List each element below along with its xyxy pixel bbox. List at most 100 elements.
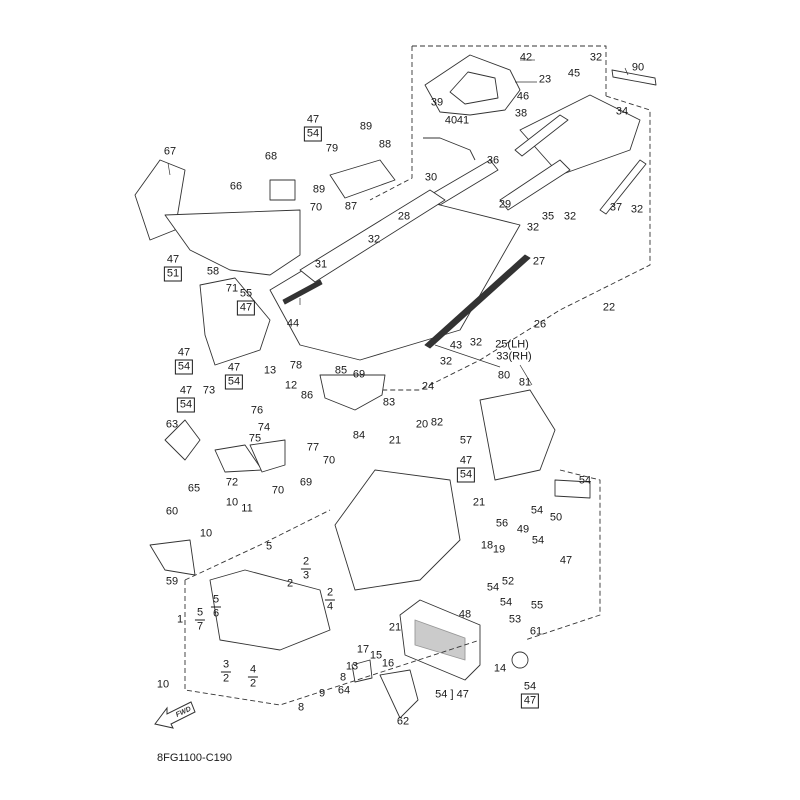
callout-57: 57 [459, 434, 473, 447]
callout-44: 44 [286, 317, 300, 330]
callout-35: 35 [541, 210, 555, 223]
callout-74: 74 [257, 421, 271, 434]
callout-38: 38 [514, 107, 528, 120]
plate-68 [269, 179, 296, 201]
callout-10: 10 [225, 496, 239, 509]
front-frame-1 [209, 569, 331, 651]
callout-10: 10 [156, 678, 170, 691]
callout-64: 64 [337, 684, 351, 697]
callout-82: 82 [430, 416, 444, 429]
callout-8: 8 [339, 671, 347, 684]
callout-34: 34 [615, 105, 629, 118]
running-board-44 [282, 279, 323, 305]
callout-13: 13 [263, 364, 277, 377]
callout-81: 81 [518, 376, 532, 389]
callout-22: 22 [602, 301, 616, 314]
callout-56: 56 [495, 517, 509, 530]
callout-31: 31 [314, 258, 328, 271]
callout-83: 83 [382, 396, 396, 409]
callout-48: 48 [458, 608, 472, 621]
seat-bracket-cutout [449, 71, 499, 105]
front-bracket-66 [164, 209, 301, 276]
callout-53: 53 [508, 613, 522, 626]
callout-55: 55 [530, 599, 544, 612]
callout-72: 72 [225, 476, 239, 489]
callout-18: 18 [480, 539, 494, 552]
callout-30: 30 [424, 171, 438, 184]
callout-25-lh: 25(LH) [495, 338, 529, 351]
callout-54: 54 [486, 581, 500, 594]
callout-21: 21 [388, 621, 402, 634]
callout-54: 54 [578, 474, 592, 487]
cradle-bracket-57 [479, 389, 556, 481]
leader-lines [167, 59, 629, 386]
callout-68: 68 [264, 150, 278, 163]
callout-29: 29 [498, 198, 512, 211]
callout-52: 52 [501, 575, 515, 588]
callout-9: 9 [318, 687, 326, 700]
callout-5: 5 [265, 540, 273, 553]
callout-17: 17 [356, 643, 370, 656]
callout-90: 90 [631, 61, 645, 74]
bracket-59 [149, 539, 196, 576]
callout-80: 80 [497, 369, 511, 382]
callout-32: 32 [630, 203, 644, 216]
callout-47: 47 [559, 554, 573, 567]
callout-28: 28 [397, 210, 411, 223]
callout-32: 32 [526, 221, 540, 234]
callout-14: 14 [493, 662, 507, 675]
callout-40: 40 [444, 114, 458, 127]
callout-32: 32 [563, 210, 577, 223]
rear-rail-37 [599, 159, 647, 215]
seat-bracket-plate [424, 54, 521, 116]
callout-86: 86 [300, 389, 314, 402]
rear-assembly-boundary [330, 45, 651, 391]
callout-69: 69 [352, 368, 366, 381]
callout-84: 84 [352, 429, 366, 442]
plate-50 [554, 479, 591, 499]
callout-42: 42 [519, 51, 533, 64]
callout-76: 76 [250, 404, 264, 417]
callout-54: 54 [530, 504, 544, 517]
callout-59: 59 [165, 575, 179, 588]
callout-61: 61 [529, 625, 543, 638]
callout-70: 70 [309, 201, 323, 214]
bracket-74 [249, 439, 286, 473]
callout-19: 19 [492, 543, 506, 556]
callout-43: 43 [449, 339, 463, 352]
callout-2: 2 [286, 577, 294, 590]
callout-37: 37 [609, 201, 623, 214]
front-assembly-boundary [184, 469, 601, 706]
callout-89: 89 [312, 183, 326, 196]
callout-32: 32 [439, 355, 453, 368]
callout-27: 27 [532, 255, 546, 268]
callout-46: 46 [516, 90, 530, 103]
callout-58: 58 [206, 265, 220, 278]
callout-79: 79 [325, 142, 339, 155]
cover-62 [379, 669, 419, 719]
callout-71: 71 [225, 282, 239, 295]
inline-group-54-47: 54 ] 47 [435, 688, 469, 701]
rear-rail-90 [611, 69, 657, 86]
callout-70: 70 [271, 484, 285, 497]
plate-88 [329, 159, 396, 199]
running-board-43 [424, 254, 531, 349]
callout-54: 54 [531, 534, 545, 547]
callout-21: 21 [388, 434, 402, 447]
grab-bar-39 [423, 137, 476, 161]
callout-45: 45 [567, 67, 581, 80]
tray-84 [319, 374, 386, 411]
callout-89: 89 [359, 120, 373, 133]
callout-65: 65 [187, 482, 201, 495]
callout-49: 49 [516, 523, 530, 536]
